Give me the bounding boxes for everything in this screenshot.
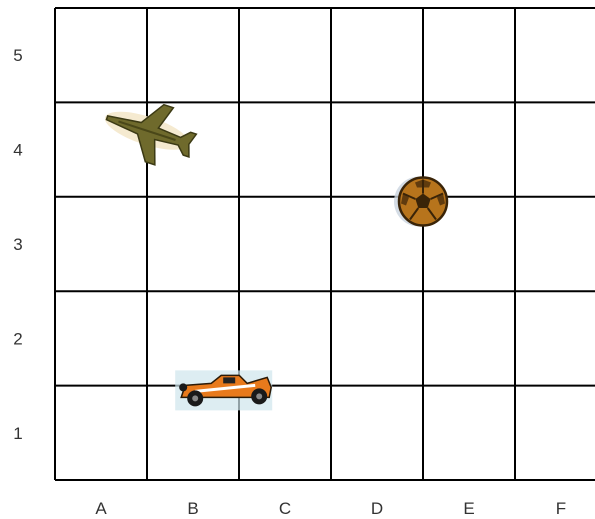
- axis-labels: A B C D E F 1 2 3 4 5: [13, 46, 566, 518]
- row-label: 4: [13, 141, 22, 160]
- column-label: E: [463, 499, 474, 518]
- soccer-ball-icon: [394, 177, 447, 227]
- race-car-icon: [175, 370, 272, 410]
- row-label: 5: [13, 46, 22, 65]
- grid-lines: [55, 8, 595, 480]
- column-label: F: [556, 499, 566, 518]
- column-label: C: [279, 499, 291, 518]
- column-label: D: [371, 499, 383, 518]
- row-label: 3: [13, 235, 22, 254]
- column-label: A: [95, 499, 107, 518]
- column-label: B: [187, 499, 198, 518]
- row-label: 1: [13, 424, 22, 443]
- row-label: 2: [13, 329, 22, 348]
